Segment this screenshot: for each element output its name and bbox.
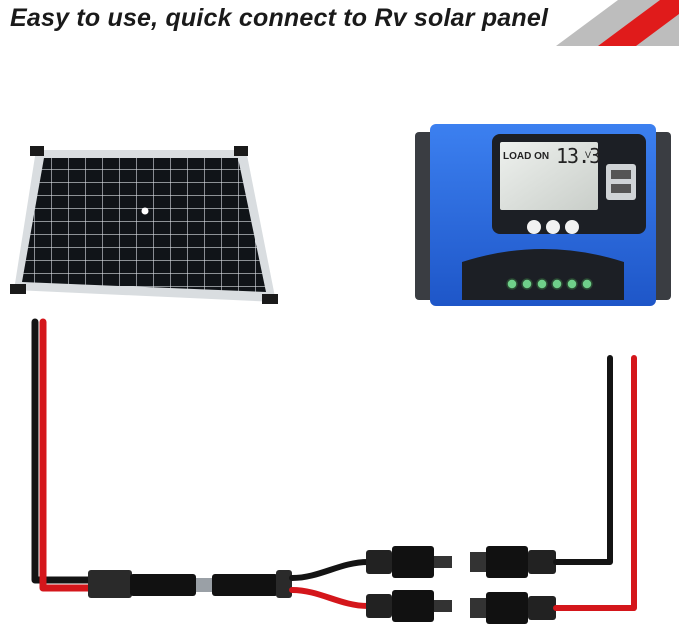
split-red-wire [289,587,371,609]
sae-housing-left [130,574,196,596]
sae-contact [196,578,212,592]
banner-title: Easy to use, quick connect to Rv solar p… [10,4,549,32]
usb-port-2 [611,184,631,193]
lcd-load-label: LOAD ON [503,151,550,162]
sae-boot-left [88,570,132,598]
menu-button[interactable] [527,220,541,234]
split-cables [289,559,371,609]
banner-red-stripe [598,0,679,46]
controller-cables [553,355,637,611]
panel-corner-tl [30,146,44,156]
down-button[interactable] [565,220,579,234]
panel-corner-bl [10,284,26,294]
split-black-wire [289,559,371,581]
charge-controller [415,124,671,306]
sae-housing-right [212,574,278,596]
panel-cells [22,158,266,292]
sae-boot-right [276,570,292,598]
sae-connector [88,570,292,598]
solar-panel [10,146,278,304]
banner-stripes [556,0,679,46]
panel-black-wire [31,318,96,584]
lcd-voltage-unit: V [585,150,592,160]
usb-port-1 [611,170,631,179]
controller-black-wire [553,355,613,565]
top-banner: Easy to use, quick connect to Rv solar p… [0,0,679,46]
panel-corner-tr [234,146,248,156]
mc4-right-top [470,546,556,578]
mc4-right-bottom [470,592,556,624]
mc4-left-bottom [366,590,452,622]
panel-cables [31,318,96,592]
terminal-screws [506,278,593,290]
controller-red-wire [553,355,637,611]
controller-lcd [500,142,598,210]
lcd-voltage-value: 13.3 [556,144,601,168]
controller-terminal-panel [462,249,624,300]
mc4-left-top [366,546,452,578]
panel-red-wire [39,318,96,592]
panel-center-mark [141,207,149,215]
usb-port-block [606,164,636,200]
panel-corner-br [262,294,278,304]
up-button[interactable] [546,220,560,234]
